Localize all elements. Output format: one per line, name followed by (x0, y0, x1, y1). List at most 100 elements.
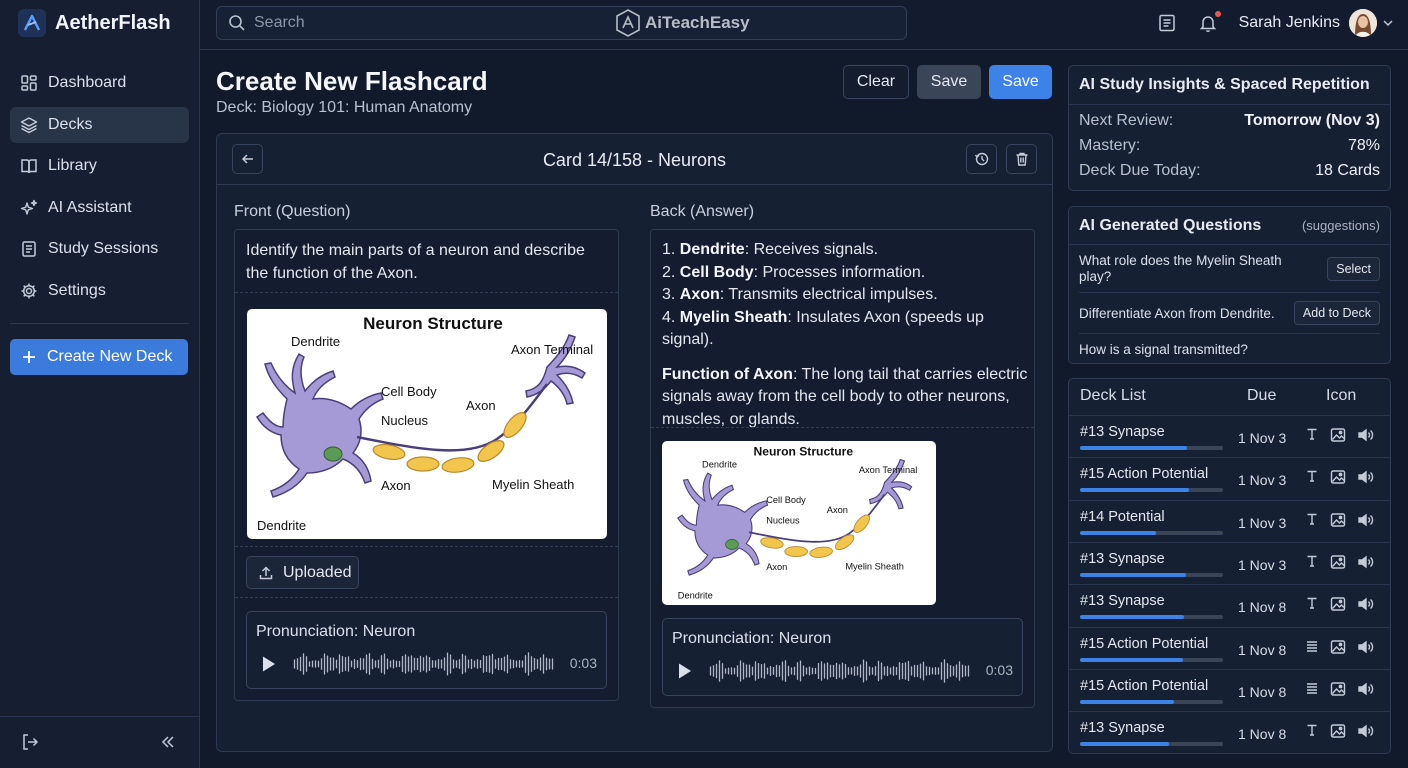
image-icon[interactable] (1330, 596, 1346, 612)
deck-name: #15 Action Potential (1080, 635, 1209, 652)
list-icon[interactable] (1305, 639, 1319, 655)
speaker-icon[interactable] (1357, 639, 1374, 655)
select-button[interactable]: Select (1327, 257, 1380, 281)
page-title: Create New Flashcard (216, 66, 488, 96)
ai-question-item[interactable]: How is a signal transmitted? (1079, 340, 1380, 358)
logout-icon[interactable] (21, 733, 39, 751)
image-icon[interactable] (1330, 554, 1346, 570)
collapse-sidebar-icon[interactable] (160, 734, 176, 750)
due-today-value: 18 Cards (1315, 162, 1380, 179)
function-term: Function of Axon (662, 365, 793, 383)
uploaded-button[interactable]: Uploaded (246, 556, 359, 589)
text-icon[interactable] (1305, 596, 1319, 612)
waveform[interactable] (709, 656, 971, 686)
image-icon[interactable] (1330, 723, 1346, 739)
text-icon[interactable] (1305, 512, 1319, 528)
deck-type-icons (1305, 681, 1374, 697)
text-icon[interactable] (1305, 723, 1319, 739)
diagram-label-cell-body: Cell Body (381, 384, 437, 399)
speaker-icon[interactable] (1357, 512, 1374, 528)
next-review-row: Next Review:Tomorrow (Nov 3) (1079, 112, 1380, 130)
delete-button[interactable] (1006, 144, 1037, 174)
notes-icon[interactable] (1157, 13, 1177, 33)
mastery-value: 78% (1347, 137, 1380, 154)
deck-name: #15 Action Potential (1080, 466, 1209, 483)
answer-text[interactable]: 1. Dendrite: Receives signals. 2. Cell B… (662, 239, 1032, 431)
chevron-down-icon[interactable] (1382, 17, 1394, 29)
speaker-icon[interactable] (1357, 723, 1374, 739)
answer-item: 2. Cell Body: Processes information. (662, 262, 1032, 285)
image-icon[interactable] (1330, 469, 1346, 485)
sidebar-nav: Dashboard Decks Library AI Assistant Stu… (10, 65, 189, 314)
diagram-label-axon-terminal: Axon Terminal (511, 342, 593, 357)
speaker-icon[interactable] (1357, 469, 1374, 485)
search-bar[interactable] (216, 6, 907, 40)
audio-label: Pronunciation: Neuron (256, 623, 416, 640)
question-text[interactable]: Identify the main parts of a neuron and … (246, 242, 585, 282)
suggestions-hint: (suggestions) (1301, 218, 1380, 233)
image-icon[interactable] (1330, 427, 1346, 443)
deck-progress-fill (1080, 572, 1186, 577)
divider (1069, 244, 1390, 245)
deck-type-icons (1305, 512, 1374, 528)
user-name[interactable]: Sarah Jenkins (1238, 14, 1340, 31)
list-icon[interactable] (1305, 681, 1319, 697)
app-logo[interactable]: AetherFlash (18, 9, 171, 37)
image-icon[interactable] (1330, 639, 1346, 655)
text-icon[interactable] (1305, 554, 1319, 570)
ai-question-item[interactable]: What role does the Myelin Sheath play? S… (1079, 252, 1380, 286)
deck-list-row[interactable]: #15 Action Potential 1 Nov 8 (1069, 626, 1390, 669)
avatar[interactable] (1349, 9, 1377, 37)
save-primary-button[interactable]: Save (989, 65, 1052, 99)
deck-name: #13 Synapse (1080, 424, 1165, 440)
search-input[interactable] (254, 14, 554, 32)
notification-bell-icon[interactable] (1198, 11, 1221, 33)
speaker-icon[interactable] (1357, 596, 1374, 612)
deck-list-header-due: Due (1247, 387, 1277, 404)
answer-item: 1. Dendrite: Receives signals. (662, 239, 1032, 262)
speaker-icon[interactable] (1357, 554, 1374, 570)
add-to-deck-button[interactable]: Add to Deck (1293, 301, 1380, 325)
watermark-logo-icon (614, 8, 642, 38)
waveform[interactable] (293, 649, 555, 679)
image-icon[interactable] (1330, 512, 1346, 528)
deck-name: #13 Synapse (1080, 720, 1165, 737)
sidebar-item-label: Dashboard (48, 74, 127, 91)
speaker-icon[interactable] (1357, 681, 1374, 697)
sidebar-item-library[interactable]: Library (10, 148, 189, 184)
text-icon[interactable] (1305, 427, 1319, 443)
save-button[interactable]: Save (917, 65, 981, 99)
sidebar-item-settings[interactable]: Settings (10, 273, 189, 309)
play-icon[interactable] (677, 662, 693, 680)
sidebar-item-decks[interactable]: Decks (10, 106, 189, 143)
deck-name: #14 Potential (1080, 508, 1165, 525)
audio-time: 0:03 (985, 662, 1013, 678)
answer-desc: : Insulates Axon (speeds up signal). (662, 308, 984, 349)
play-icon[interactable] (261, 655, 277, 673)
speaker-icon[interactable] (1357, 427, 1374, 443)
dashboard-icon (20, 74, 38, 92)
sidebar-item-dashboard[interactable]: Dashboard (10, 65, 189, 101)
sidebar-item-study-sessions[interactable]: Study Sessions (10, 231, 189, 267)
sidebar-item-ai-assistant[interactable]: AI Assistant (10, 190, 189, 226)
image-icon[interactable] (1330, 681, 1346, 697)
clear-button[interactable]: Clear (843, 65, 909, 99)
text-icon[interactable] (1305, 469, 1319, 485)
app-name: AetherFlash (55, 11, 171, 34)
divider (235, 597, 618, 598)
deck-due-date: 1 Nov 8 (1238, 641, 1287, 658)
notebook-icon (20, 240, 38, 258)
deck-progress-fill (1080, 530, 1156, 535)
back-button[interactable] (232, 144, 263, 174)
ai-question-item[interactable]: Differentiate Axon from Dendrite. Add to… (1079, 300, 1380, 326)
history-button[interactable] (966, 144, 997, 174)
create-new-deck-button[interactable]: Create New Deck (10, 339, 188, 375)
